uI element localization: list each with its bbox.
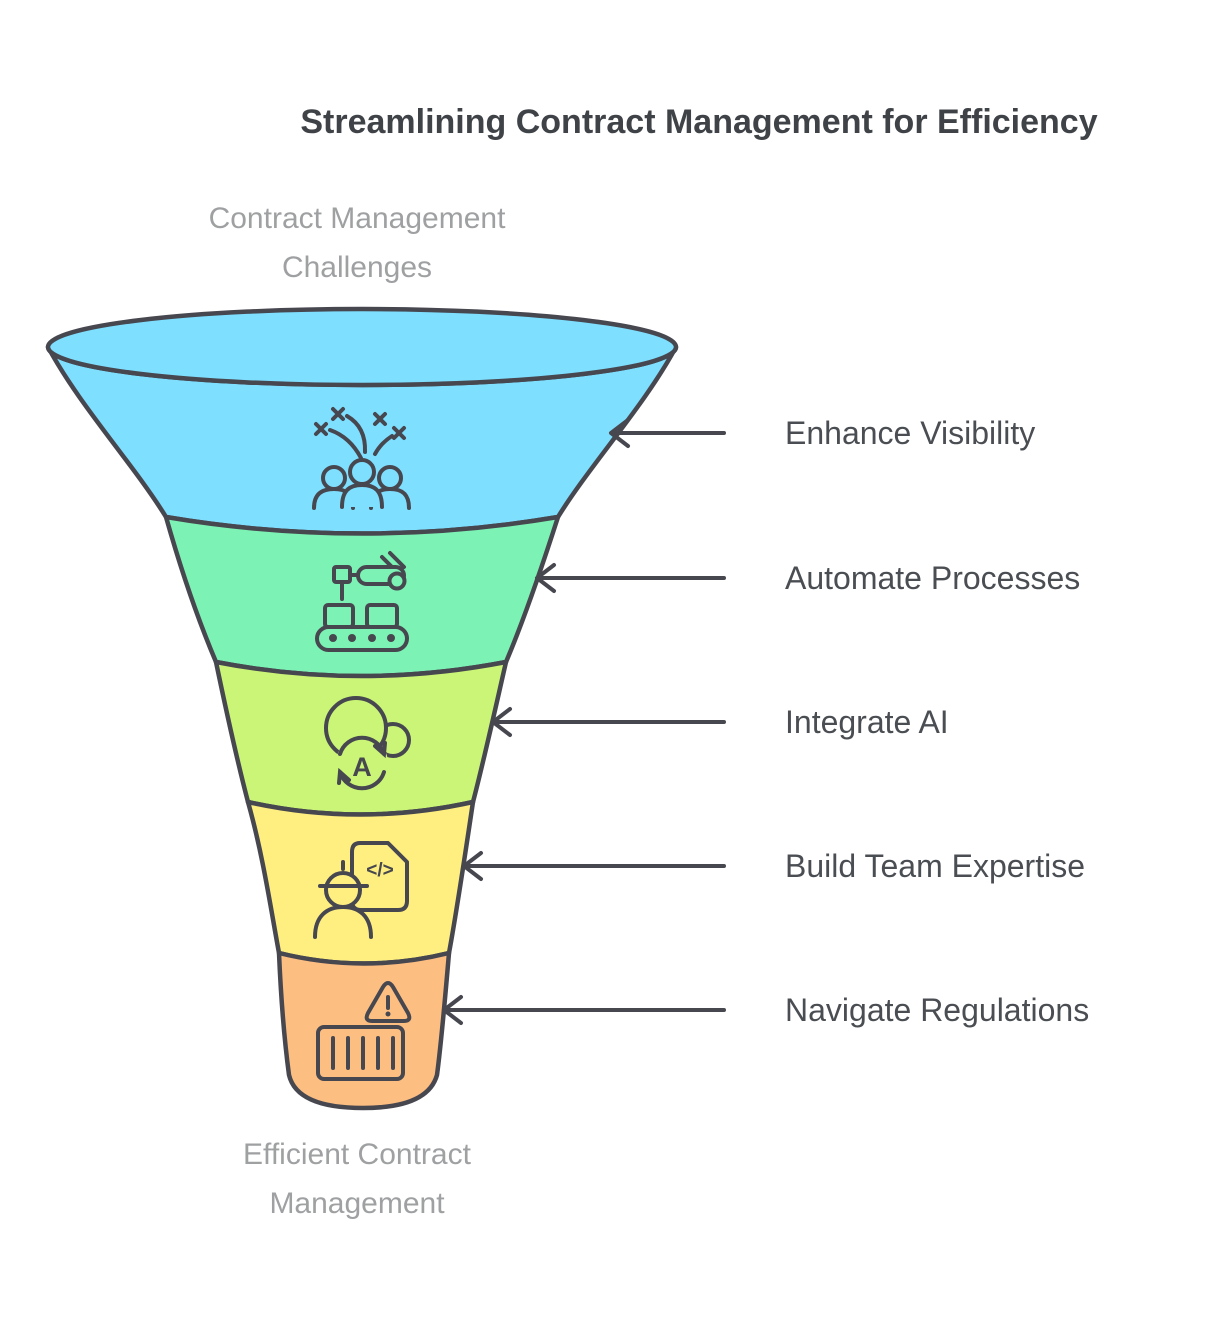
ai-cloud-refresh-icon: A <box>324 696 411 791</box>
ai-letter-glyph: A <box>352 752 372 782</box>
automation-conveyor-icon <box>315 551 409 652</box>
arrow-stage-5 <box>442 995 726 1025</box>
arrowhead-icon <box>609 418 630 448</box>
funnel-stage-2 <box>163 514 561 679</box>
funnel-top-label: Contract Management Challenges <box>208 202 506 284</box>
stage-label-enhance-visibility: Enhance Visibility <box>785 415 1036 451</box>
arrow-stage-2 <box>535 563 726 593</box>
stage-arrows <box>442 418 726 1025</box>
arrow-stage-4 <box>462 851 726 881</box>
arrowhead-icon <box>491 707 512 737</box>
engineer-code-document-icon: </> <box>313 841 409 939</box>
arrowhead-icon <box>462 851 483 881</box>
arrowhead-icon <box>442 995 463 1025</box>
team-celebration-icon <box>312 407 411 510</box>
warning-crate-icon <box>316 981 412 1081</box>
stage-label-navigate-regulations: Navigate Regulations <box>785 992 1090 1028</box>
funnel-rim <box>45 306 679 388</box>
refresh-mask <box>336 737 388 789</box>
code-tag-glyph: </> <box>366 860 393 881</box>
funnel-bottom-label: Efficient Contract Management <box>243 1138 471 1220</box>
arrow-stage-1 <box>609 418 726 448</box>
page-title: Streamlining Contract Management for Eff… <box>300 103 1098 141</box>
stage-label-integrate-ai: Integrate AI <box>785 704 949 740</box>
stage-label-build-team-expertise: Build Team Expertise <box>785 848 1085 884</box>
stage-label-automate-processes: Automate Processes <box>785 560 1081 596</box>
arrow-stage-3 <box>491 707 726 737</box>
arrowhead-icon <box>535 563 556 593</box>
